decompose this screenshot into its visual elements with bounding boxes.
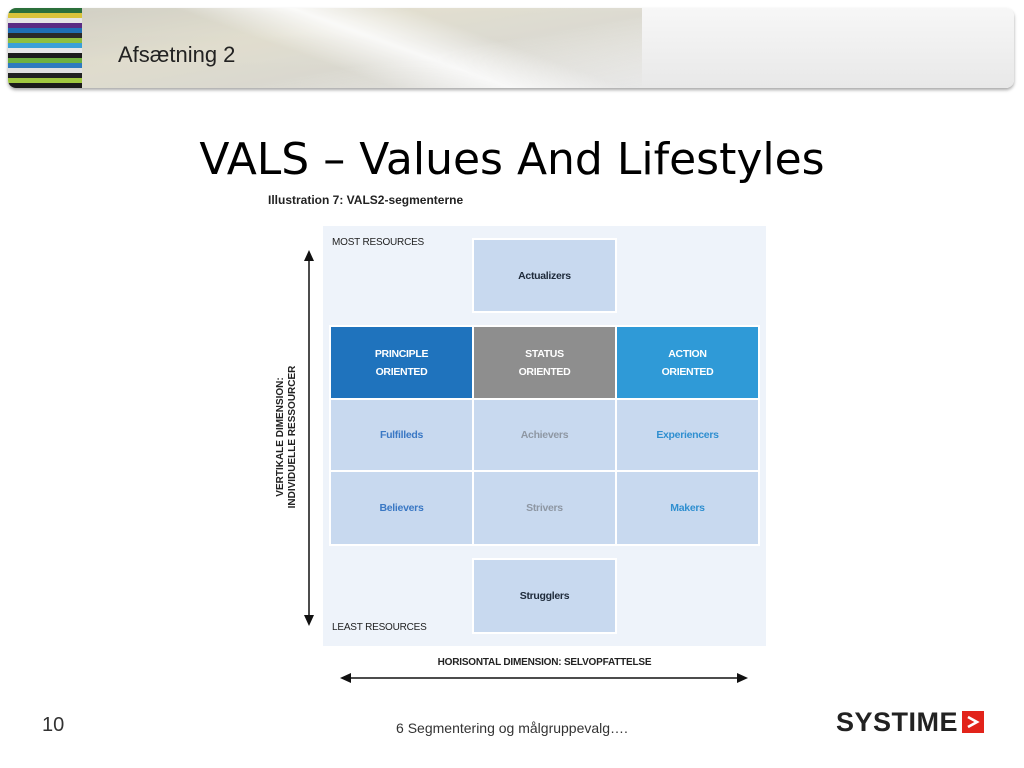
segment-label: Actualizers [518, 269, 571, 282]
segment-label: Achievers [520, 429, 569, 441]
segment-experiencers: Experiencers [615, 398, 760, 472]
vertical-axis-line1: VERTIKALE DIMENSION: [275, 377, 286, 497]
vertical-axis-line2: INDIVIDUELLE RESSOURCER [287, 365, 298, 509]
orientation-line1: PRINCIPLE [374, 347, 429, 360]
color-stripe [8, 78, 82, 83]
logo-text: SYSTIME [836, 706, 959, 737]
chevron-right-icon [962, 711, 985, 733]
color-stripe [8, 8, 82, 13]
segment-label: Experiencers [656, 429, 719, 441]
header-status-oriented: STATUS ORIENTED [472, 325, 617, 400]
horizontal-axis-label: HORISONTAL DIMENSION: SELVOPFATTELSE [437, 657, 652, 668]
segment-strugglers: Strugglers [472, 558, 617, 634]
segment-label: Believers [379, 502, 424, 514]
illustration-caption: Illustration 7: VALS2-segmenterne [268, 193, 464, 207]
vals-diagram: MOST RESOURCES LEAST RESOURCES Actualize… [323, 226, 766, 646]
color-stripe [8, 63, 82, 68]
header-banner: Afsætning 2 [8, 8, 1014, 88]
header-action-oriented: ACTION ORIENTED [615, 325, 760, 400]
segment-believers: Believers [329, 470, 474, 546]
color-stripe [8, 58, 82, 63]
color-stripe [8, 18, 82, 23]
color-stripe [8, 13, 82, 18]
color-stripe [8, 28, 82, 33]
segment-fulfilleds: Fulfilleds [329, 398, 474, 472]
segment-makers: Makers [615, 470, 760, 546]
segment-achievers: Achievers [472, 398, 617, 472]
color-stripe [8, 73, 82, 78]
color-stripe [8, 23, 82, 28]
segment-label: Strugglers [519, 590, 570, 602]
segment-strivers: Strivers [472, 470, 617, 546]
color-stripe [8, 43, 82, 48]
course-title: Afsætning 2 [118, 42, 236, 67]
orientation-line2: ORIENTED [661, 365, 714, 378]
orientation-line2: ORIENTED [375, 365, 428, 378]
slide-title: VALS – Values And Lifestyles [199, 134, 825, 185]
least-resources-label: LEAST RESOURCES [332, 622, 427, 633]
color-stripe [8, 83, 82, 88]
page-number: 10 [42, 714, 65, 736]
horizontal-axis-arrow [340, 673, 748, 683]
segment-label: Strivers [526, 502, 563, 514]
color-stripe [8, 38, 82, 43]
color-stripe [8, 68, 82, 73]
orientation-line1: STATUS [525, 347, 564, 360]
segment-actualizers: Actualizers [472, 238, 617, 313]
header-decoration [82, 8, 642, 88]
header-principle-oriented: PRINCIPLE ORIENTED [329, 325, 474, 400]
segment-label: Fulfilleds [379, 429, 424, 441]
orientation-line2: ORIENTED [518, 365, 571, 378]
color-stripe [8, 48, 82, 53]
segment-label: Makers [670, 502, 705, 514]
systime-logo: SYSTIME [836, 706, 985, 738]
vertical-axis-arrow [304, 250, 314, 626]
color-stripes [8, 8, 82, 88]
color-stripe [8, 33, 82, 38]
color-stripe [8, 53, 82, 58]
most-resources-label: MOST RESOURCES [332, 237, 425, 248]
orientation-line1: ACTION [668, 347, 707, 360]
footer-text: 6 Segmentering og målgruppevalg…. [396, 720, 628, 736]
